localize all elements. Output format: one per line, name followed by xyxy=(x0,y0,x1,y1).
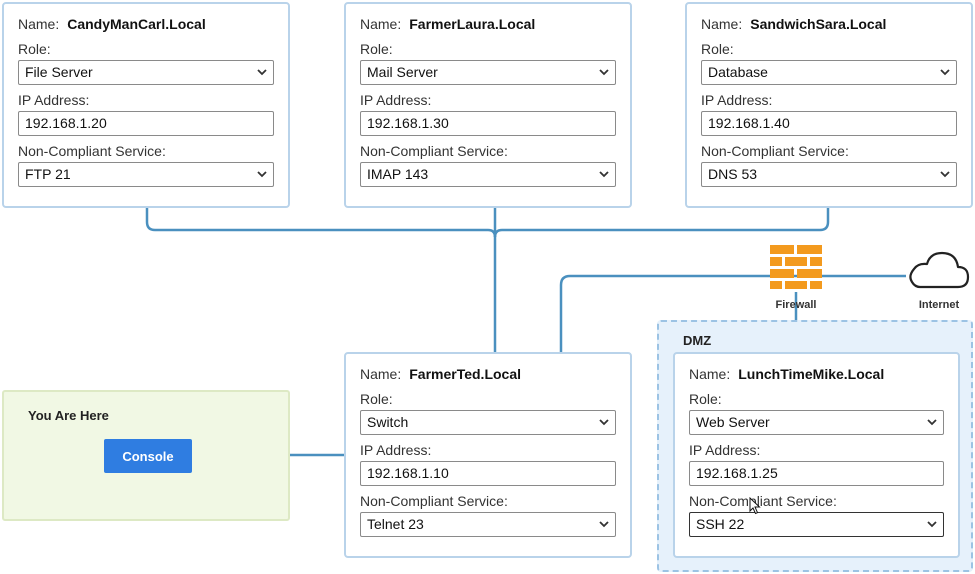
device-name: LunchTimeMike.Local xyxy=(738,366,885,382)
role-select[interactable]: Database xyxy=(701,60,957,85)
device-name-row: Name: FarmerLaura.Local xyxy=(360,16,616,32)
service-select[interactable]: SSH 22 xyxy=(689,512,944,537)
chevron-down-icon xyxy=(257,171,267,178)
device-name: CandyManCarl.Local xyxy=(67,16,206,32)
role-select[interactable]: Mail Server xyxy=(360,60,616,85)
device-name: SandwichSara.Local xyxy=(750,16,887,32)
device-card-sara: Name: SandwichSara.Local Role: Database I… xyxy=(685,2,973,208)
name-label: Name: xyxy=(18,16,60,32)
wire-candyman xyxy=(145,208,497,238)
service-select[interactable]: DNS 53 xyxy=(701,162,957,187)
service-value: Telnet 23 xyxy=(367,516,424,532)
service-select[interactable]: FTP 21 xyxy=(18,162,274,187)
role-value: Database xyxy=(708,64,768,80)
you-are-here-label: You Are Here xyxy=(28,408,109,423)
ip-value: 192.168.1.30 xyxy=(367,115,449,131)
service-label: Non-Compliant Service: xyxy=(701,143,849,159)
service-label: Non-Compliant Service: xyxy=(360,143,508,159)
chevron-down-icon xyxy=(927,419,937,426)
ip-input[interactable]: 192.168.1.20 xyxy=(18,111,274,136)
name-label: Name: xyxy=(689,366,731,382)
ip-label: IP Address: xyxy=(360,442,432,458)
role-value: Switch xyxy=(367,414,409,430)
wire-sara xyxy=(493,208,830,238)
device-card-ted: Name: FarmerTed.Local Role: Switch IP Add… xyxy=(344,352,632,558)
name-label: Name: xyxy=(701,16,743,32)
ip-value: 192.168.1.20 xyxy=(25,115,107,131)
device-name-row: Name: CandyManCarl.Local xyxy=(18,16,274,32)
device-card-mike: Name: LunchTimeMike.Local Role: Web Serve… xyxy=(673,352,960,558)
service-value: DNS 53 xyxy=(708,166,758,182)
name-label: Name: xyxy=(360,16,402,32)
ip-label: IP Address: xyxy=(689,442,761,458)
role-value: Web Server xyxy=(696,414,770,430)
role-label: Role: xyxy=(360,391,393,407)
role-value: File Server xyxy=(25,64,93,80)
ip-input[interactable]: 192.168.1.25 xyxy=(689,461,944,486)
role-select[interactable]: Web Server xyxy=(689,410,944,435)
role-label: Role: xyxy=(689,391,722,407)
chevron-down-icon xyxy=(940,69,950,76)
ip-label: IP Address: xyxy=(18,92,90,108)
device-name-row: Name: FarmerTed.Local xyxy=(360,366,616,382)
device-card-candyman: Name: CandyManCarl.Local Role: File Serve… xyxy=(2,2,290,208)
ip-input[interactable]: 192.168.1.10 xyxy=(360,461,616,486)
dmz-label: DMZ xyxy=(683,333,712,348)
wire-ted-firewall xyxy=(559,274,906,352)
device-name: FarmerTed.Local xyxy=(409,366,522,382)
chevron-down-icon xyxy=(927,521,937,528)
mouse-cursor-icon xyxy=(749,497,761,515)
ip-value: 192.168.1.10 xyxy=(367,465,449,481)
cloud-icon xyxy=(909,251,970,289)
chevron-down-icon xyxy=(257,69,267,76)
role-label: Role: xyxy=(18,41,51,57)
service-label: Non-Compliant Service: xyxy=(360,493,508,509)
service-select[interactable]: Telnet 23 xyxy=(360,512,616,537)
firewall-label: Firewall xyxy=(775,299,817,311)
console-area: You Are Here Console xyxy=(2,390,290,521)
internet-label: Internet xyxy=(918,299,960,311)
chevron-down-icon xyxy=(599,69,609,76)
device-name-row: Name: SandwichSara.Local xyxy=(701,16,957,32)
role-select[interactable]: File Server xyxy=(18,60,274,85)
firewall-icon[interactable] xyxy=(770,245,822,289)
service-label: Non-Compliant Service: xyxy=(18,143,166,159)
ip-label: IP Address: xyxy=(701,92,773,108)
device-name-row: Name: LunchTimeMike.Local xyxy=(689,366,944,382)
service-value: FTP 21 xyxy=(25,166,71,182)
ip-input[interactable]: 192.168.1.40 xyxy=(701,111,957,136)
ip-value: 192.168.1.25 xyxy=(696,465,778,481)
role-value: Mail Server xyxy=(367,64,438,80)
console-button[interactable]: Console xyxy=(104,439,192,473)
service-value: IMAP 143 xyxy=(367,166,429,182)
name-label: Name: xyxy=(360,366,402,382)
service-value: SSH 22 xyxy=(696,516,745,532)
device-card-laura: Name: FarmerLaura.Local Role: Mail Server… xyxy=(344,2,632,208)
service-select[interactable]: IMAP 143 xyxy=(360,162,616,187)
service-label: Non-Compliant Service: xyxy=(689,493,837,509)
chevron-down-icon xyxy=(940,171,950,178)
role-label: Role: xyxy=(360,41,393,57)
chevron-down-icon xyxy=(599,419,609,426)
ip-input[interactable]: 192.168.1.30 xyxy=(360,111,616,136)
ip-label: IP Address: xyxy=(360,92,432,108)
chevron-down-icon xyxy=(599,171,609,178)
role-label: Role: xyxy=(701,41,734,57)
ip-value: 192.168.1.40 xyxy=(708,115,790,131)
role-select[interactable]: Switch xyxy=(360,410,616,435)
device-name: FarmerLaura.Local xyxy=(409,16,536,32)
chevron-down-icon xyxy=(599,521,609,528)
